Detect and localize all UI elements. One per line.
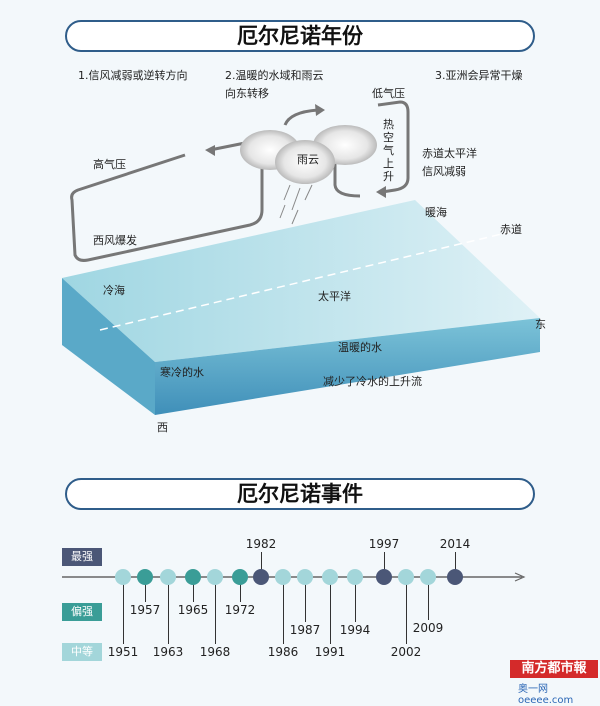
rain-cloud-icon [240, 125, 377, 225]
event-year: 1972 [224, 603, 256, 617]
event-tick [283, 577, 284, 644]
label-west: 西 [157, 421, 168, 434]
label-warm-sea: 暖海 [425, 206, 447, 219]
step-3: 3.亚洲会异常干燥 [435, 69, 523, 82]
label-cold-sea: 冷海 [103, 284, 125, 297]
event-year: 2009 [412, 621, 444, 635]
step-1: 1.信风减弱或逆转方向 [78, 69, 188, 82]
label-less-upwelling: 减少了冷水的上升流 [323, 375, 422, 388]
event-tick [261, 552, 262, 577]
event-dot [207, 569, 223, 585]
event-tick [355, 577, 356, 622]
event-dot [275, 569, 291, 585]
site-watermark: 奥一网oeeee.com [518, 684, 574, 706]
legend-moderate: 中等 [62, 643, 102, 661]
ocean-side [62, 278, 155, 415]
ocean-front [155, 318, 540, 415]
label-east: 东 [535, 318, 546, 331]
event-tick [193, 577, 194, 602]
event-year: 1994 [339, 623, 371, 637]
section-title-elnino-events: 厄尔尼诺事件 [65, 478, 535, 510]
legend-strongest: 最强 [62, 548, 102, 566]
event-dot [137, 569, 153, 585]
event-dot [160, 569, 176, 585]
ocean-top [62, 200, 540, 362]
event-year: 1997 [368, 537, 400, 551]
event-year: 1982 [245, 537, 277, 551]
label-low-pressure: 低气压 [372, 87, 405, 100]
event-year: 1951 [107, 645, 139, 659]
event-dot [253, 569, 269, 585]
event-year: 1968 [199, 645, 231, 659]
event-tick [305, 577, 306, 622]
event-tick [215, 577, 216, 644]
event-dot [420, 569, 436, 585]
walker-loop-east [377, 100, 410, 194]
event-year: 2002 [390, 645, 422, 659]
newspaper-logo: 南方都市報 [510, 660, 598, 678]
event-year: 1986 [267, 645, 299, 659]
event-year: 1987 [289, 623, 321, 637]
equator-line [99, 231, 511, 331]
step-2: 2.温暖的水域和雨云 [225, 69, 324, 82]
legend-strong: 偏强 [62, 603, 102, 621]
event-tick [240, 577, 241, 602]
event-year: 1965 [177, 603, 209, 617]
label-high-pressure: 高气压 [93, 158, 126, 171]
event-dot [398, 569, 414, 585]
label-warm-water: 温暖的水 [338, 341, 382, 354]
event-dot [347, 569, 363, 585]
event-dot [115, 569, 131, 585]
label-westerly-burst: 西风爆发 [93, 234, 137, 247]
event-dot [185, 569, 201, 585]
event-tick [123, 577, 124, 644]
event-year: 1963 [152, 645, 184, 659]
step-2-line2: 向东转移 [225, 87, 269, 100]
event-tick [455, 552, 456, 577]
event-tick [406, 577, 407, 644]
label-cold-water: 寒冷的水 [160, 366, 204, 379]
label-rain-cloud: 雨云 [297, 153, 319, 166]
label-trade-wind-weaken: 信风减弱 [422, 165, 466, 178]
label-hot-air-rising: 热空气上升 [383, 118, 394, 183]
event-year: 2014 [439, 537, 471, 551]
event-dot [447, 569, 463, 585]
event-dot [232, 569, 248, 585]
ocean-diagram [62, 100, 540, 415]
event-tick [428, 577, 429, 620]
event-year: 1957 [129, 603, 161, 617]
walker-loop-west [70, 153, 264, 262]
label-equator: 赤道 [500, 223, 522, 236]
label-pacific: 太平洋 [318, 290, 351, 303]
event-tick [330, 577, 331, 644]
event-year: 1991 [314, 645, 346, 659]
event-tick [384, 552, 385, 577]
section-title-elnino-years: 厄尔尼诺年份 [65, 20, 535, 52]
event-dot [376, 569, 392, 585]
label-equator-pacific: 赤道太平洋 [422, 147, 477, 160]
event-tick [145, 577, 146, 602]
event-dot [322, 569, 338, 585]
event-tick [168, 577, 169, 644]
event-dot [297, 569, 313, 585]
